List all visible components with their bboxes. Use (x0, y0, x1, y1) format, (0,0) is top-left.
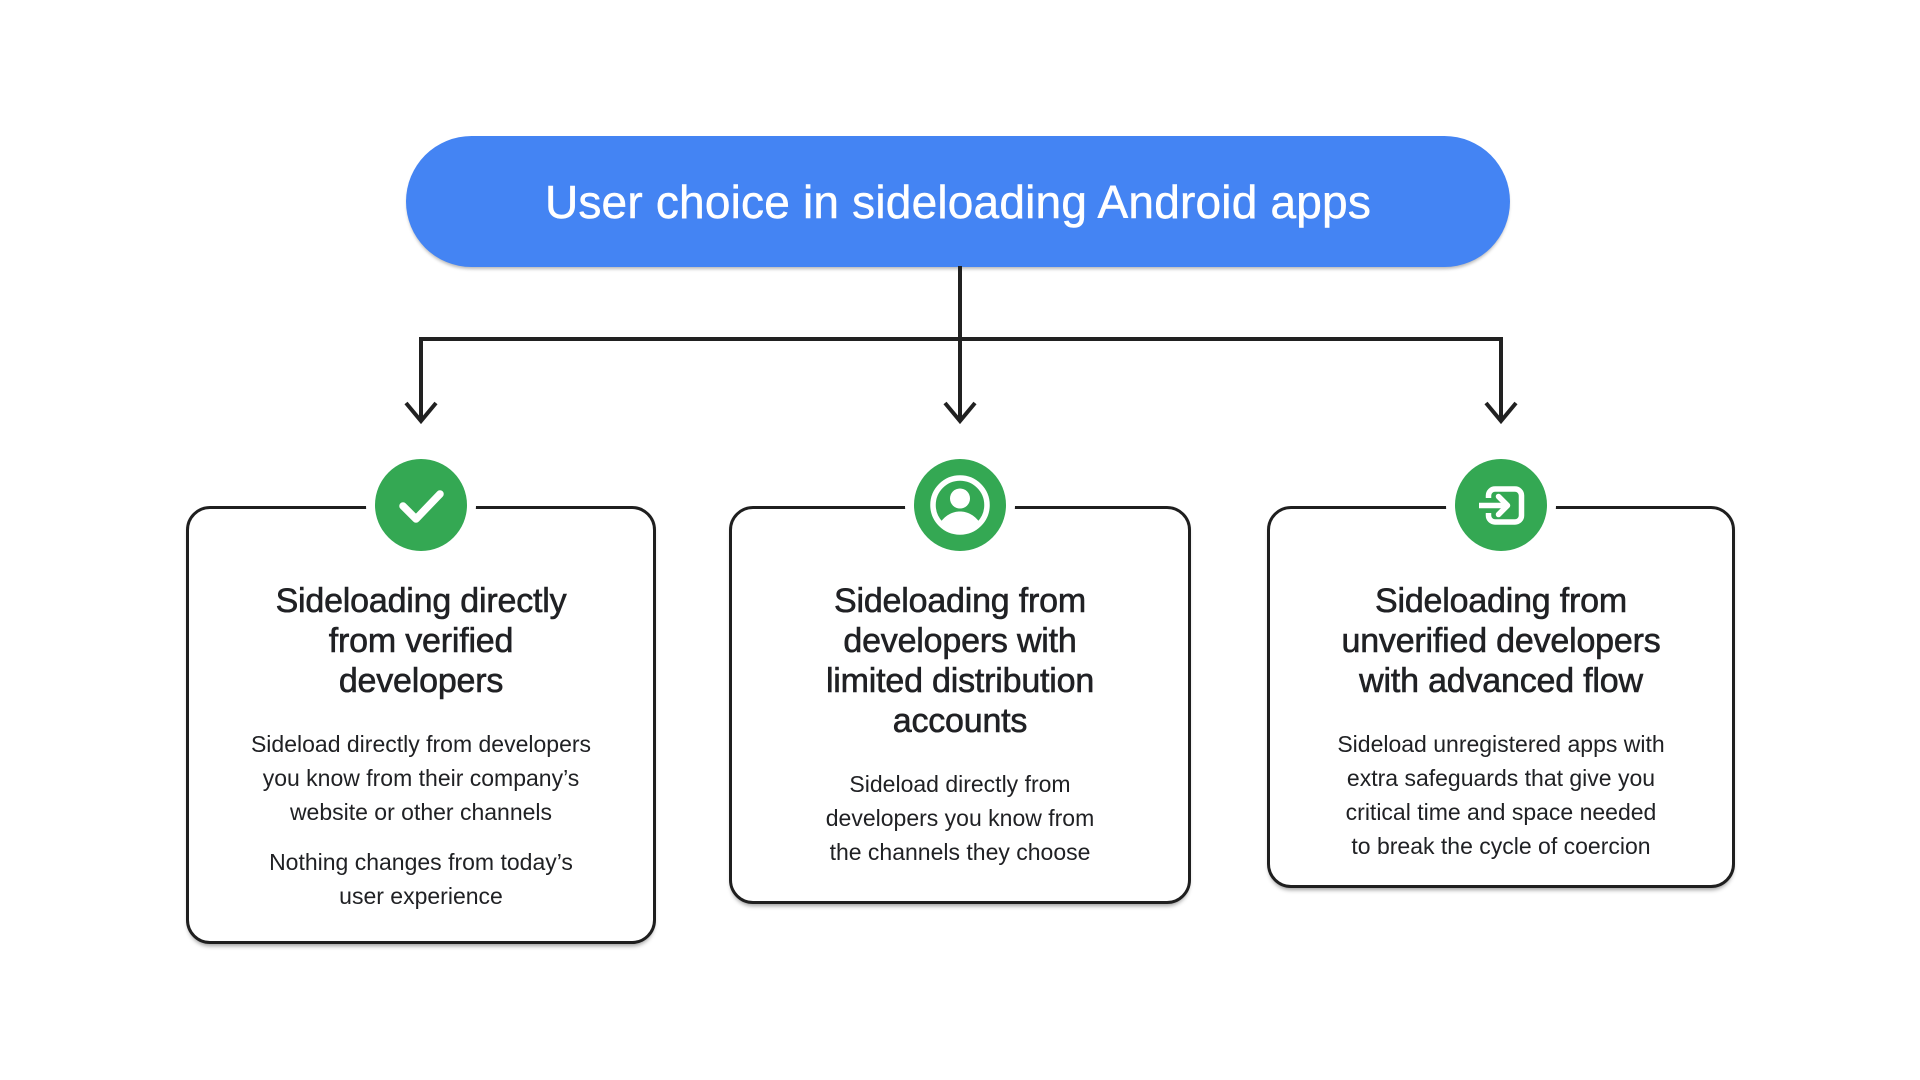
exit-to-app-badge (1455, 459, 1547, 551)
account-circle-icon (930, 475, 990, 535)
account-circle-badge (914, 459, 1006, 551)
diagram-title: User choice in sideloading Android apps (544, 175, 1372, 228)
arrowhead-left-icon (404, 401, 438, 425)
exit-to-app-icon (1479, 486, 1525, 525)
title-banner: User choice in sideloading Android apps (406, 136, 1510, 267)
check-icon (399, 490, 444, 523)
arrowhead-center-icon (943, 401, 977, 425)
arrowhead-right-icon (1484, 401, 1518, 425)
check-badge (375, 459, 467, 551)
